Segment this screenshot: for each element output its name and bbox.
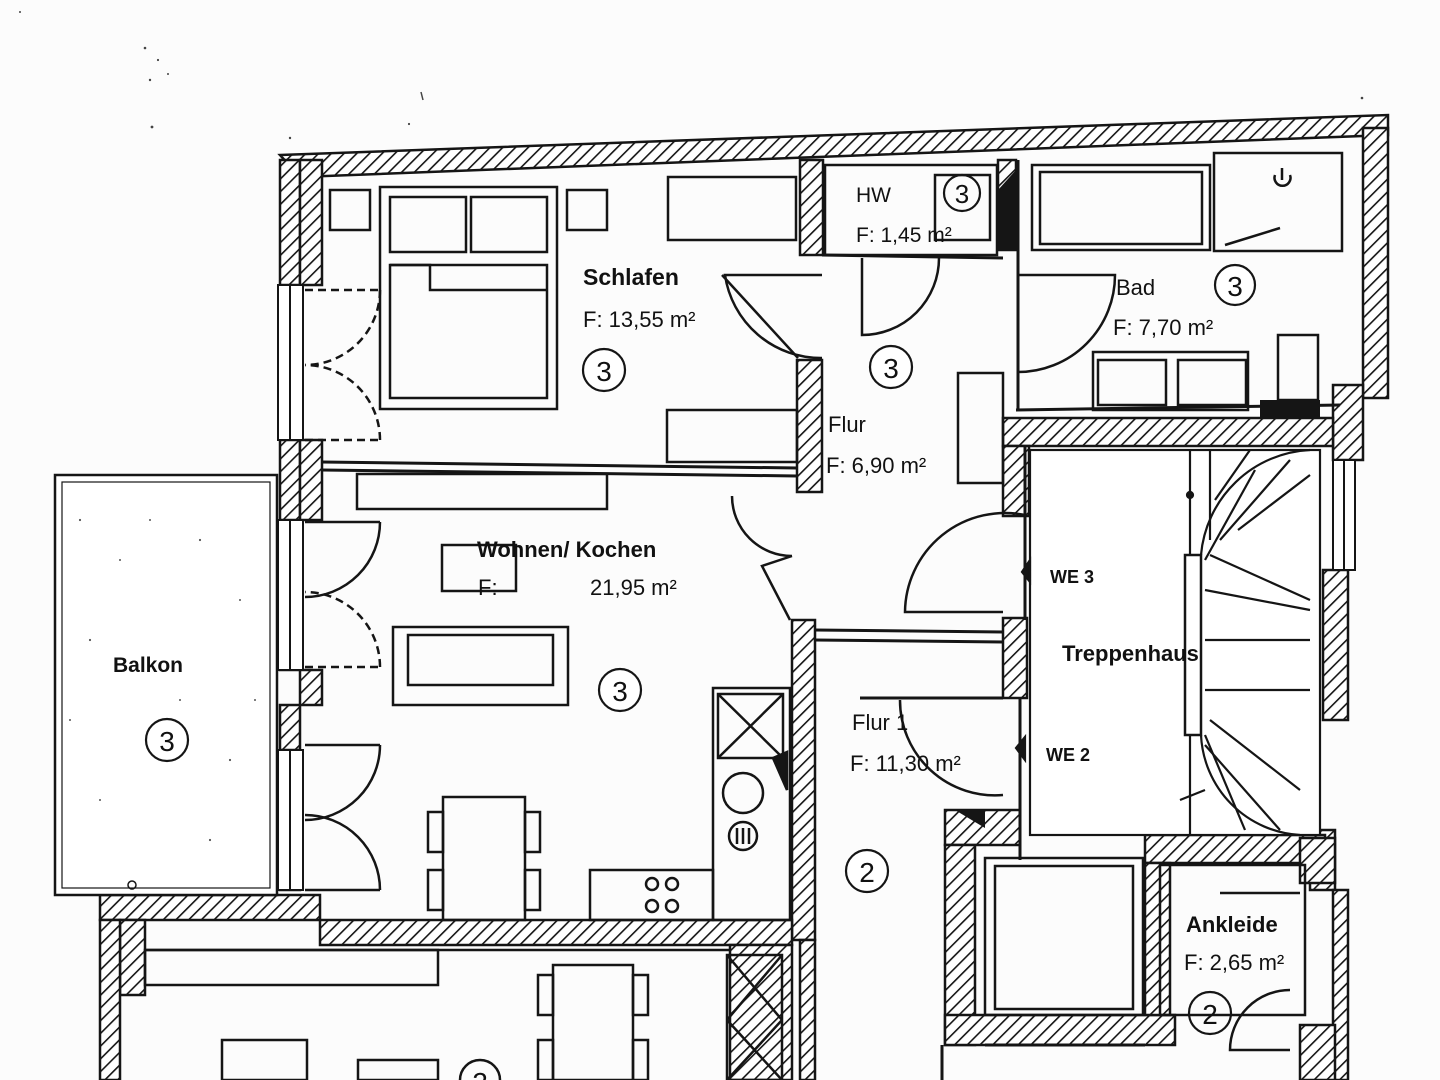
bottom-unit: 2	[472, 1067, 488, 1080]
door-swings	[304, 257, 1291, 1052]
wohnen-unit-marker	[597, 667, 643, 713]
balkon-label: Balkon	[113, 654, 183, 677]
ankleide-unit-marker	[1187, 990, 1233, 1036]
double-bed	[378, 185, 559, 411]
schlafen-unit-marker	[581, 347, 627, 393]
flur1-label: Flur 1	[852, 710, 908, 735]
living-furniture	[355, 472, 792, 922]
staircase	[1014, 448, 1322, 837]
wohnen-area: 21,95 m²	[590, 575, 677, 600]
we3-label: WE 3	[1050, 567, 1094, 587]
hw-unit: 3	[955, 179, 969, 209]
balkon-unit: 3	[159, 726, 175, 757]
bad-unit-marker	[1213, 263, 1257, 307]
lower-area	[143, 810, 1307, 1080]
we2-label: WE 2	[1046, 745, 1090, 765]
ankleide-label: Ankleide	[1186, 912, 1278, 937]
bad-unit: 3	[1227, 271, 1243, 302]
bathroom-fixtures	[823, 151, 1344, 485]
ankleide-area: F: 2,65 m²	[1184, 950, 1284, 975]
schlafen-unit: 3	[596, 356, 612, 387]
schlafen-label: Schlafen	[583, 264, 679, 290]
hw-unit-marker	[942, 173, 982, 213]
balkon-unit-marker	[144, 717, 190, 763]
scan-specks	[19, 11, 1364, 140]
hw-label: HW	[856, 184, 891, 207]
schlafen-area: F: 13,55 m²	[583, 307, 695, 332]
bedroom-furniture	[328, 175, 799, 464]
walls	[98, 113, 1390, 1080]
wohnen-unit: 3	[612, 676, 628, 707]
partitions	[321, 160, 1341, 1080]
dining-table	[441, 795, 527, 922]
ankleide-unit: 2	[1202, 999, 1218, 1030]
sofa	[391, 625, 570, 707]
bathtub	[1030, 163, 1212, 252]
wohnen-label: Wohnen/ Kochen	[477, 537, 656, 562]
treppenhaus-label: Treppenhaus	[1062, 641, 1199, 666]
balcony	[53, 473, 279, 897]
bad-label: Bad	[1116, 275, 1155, 300]
room-labels: Schlafen F: 13,55 m² 3 HW F: 1,45 m² 3 B…	[113, 173, 1284, 1080]
wohnen-area-prefix: F:	[478, 575, 498, 600]
flur-unit-marker	[868, 344, 914, 390]
bad-area: F: 7,70 m²	[1113, 315, 1213, 340]
flur-area: F: 6,90 m²	[826, 453, 926, 478]
flur1-unit: 2	[859, 857, 875, 888]
flur-label: Flur	[828, 412, 866, 437]
flur-unit: 3	[883, 353, 899, 384]
windows	[277, 284, 1356, 891]
hw-area: F: 1,45 m²	[856, 224, 952, 247]
flur1-unit-marker	[844, 848, 890, 894]
flur1-area: F: 11,30 m²	[850, 751, 961, 776]
elevator	[983, 856, 1145, 1017]
